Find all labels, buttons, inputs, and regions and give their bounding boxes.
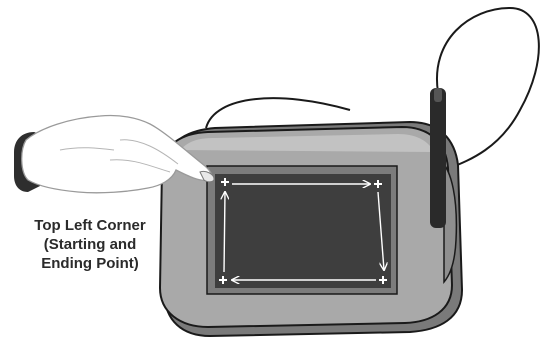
trace-left — [224, 192, 225, 273]
corner-marker-top-right — [374, 180, 382, 188]
hand-palm — [21, 114, 213, 194]
device-cable — [205, 97, 351, 129]
corner-marker-top-left — [221, 178, 229, 186]
stylus-cable — [435, 6, 540, 169]
stylus-tip — [434, 88, 442, 102]
caption-line-2: (Starting and — [43, 236, 137, 253]
pointing-hand — [14, 114, 215, 194]
hand-fingertip — [199, 171, 215, 183]
trace-right — [377, 191, 384, 270]
corner-marker-bottom-left — [219, 276, 227, 284]
caption-top-left-corner: Top Left Corner (Starting and Ending Poi… — [0, 216, 180, 273]
stylus — [430, 88, 446, 228]
pad-bezel-highlight — [180, 134, 434, 152]
corner-marker-bottom-right — [379, 276, 387, 284]
caption-line-3: Ending Point) — [41, 255, 139, 272]
signature-screen — [215, 174, 391, 288]
hand-finger-lines — [59, 139, 179, 173]
caption-line-1: Top Left Corner — [34, 217, 146, 234]
